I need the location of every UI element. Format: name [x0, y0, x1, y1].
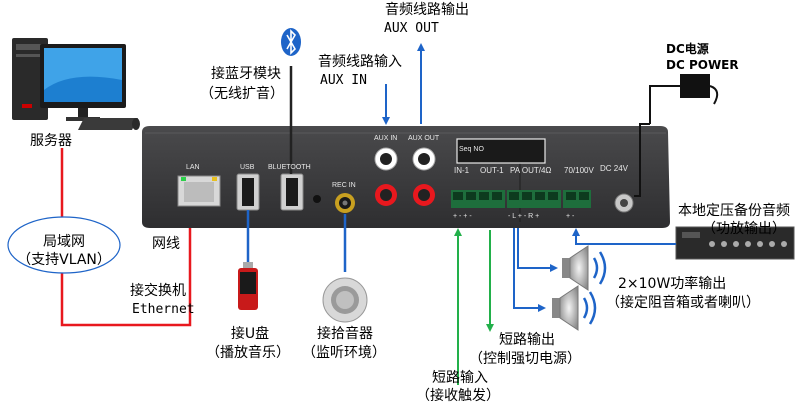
usb-flash-drive-icon: [238, 210, 258, 310]
local-amplifier-icon: [675, 226, 795, 260]
aux-out-title: 音频线路输出: [385, 2, 469, 18]
aux-in-jacks: [374, 147, 398, 206]
speaker-out-title: 2×10W功率输出: [618, 276, 727, 292]
aux-in-subtitle: AUX IN: [320, 73, 367, 88]
aux-in-title: 音频线路输入: [318, 54, 402, 70]
switch-subtitle: Ethernet: [132, 302, 195, 317]
panel-dc24-label: DC 24V: [600, 164, 629, 173]
network-cable-label: 网线: [152, 236, 180, 252]
server-icon: [12, 38, 140, 130]
device-panel: [142, 126, 670, 228]
panel-pins-io: + - + -: [453, 213, 472, 220]
rec-in-jack: [335, 193, 355, 213]
panel-70v-label: 70/100V: [564, 166, 594, 175]
local-amp-line: [572, 228, 676, 245]
usb-port: [236, 173, 260, 211]
usb-title: 接U盘: [230, 326, 270, 342]
panel-pins-pa: - L + - R +: [508, 213, 540, 220]
dc-jack: [614, 193, 634, 213]
panel-aux-out-label: AUX OUT: [408, 135, 440, 142]
bluetooth-title: 接蓝牙模块: [211, 66, 281, 82]
short-in-subtitle: （接收触发）: [416, 388, 500, 404]
panel-seq-label: Seq NO: [459, 146, 484, 153]
dc-power-subtitle: DC POWER: [666, 58, 739, 72]
panel-lan-label: LAN: [186, 164, 200, 171]
local-amp-subtitle: （功放输出）: [702, 221, 786, 237]
terminal-block-io: [451, 190, 505, 208]
usb-subtitle: （播放音乐）: [206, 345, 290, 361]
short-out-title: 短路输出: [499, 332, 555, 348]
lan-title: 局域网: [43, 234, 85, 250]
speaker-line-right: [513, 228, 546, 312]
aux-out-subtitle: AUX OUT: [384, 21, 439, 36]
pickup-microphone-icon: [322, 214, 368, 323]
power-adapter-icon: [634, 74, 719, 197]
bluetooth-module-icon: [281, 28, 301, 174]
dc-power-title: DC电源: [666, 42, 709, 56]
speaker-out-subtitle: （接定阻音箱或者喇叭）: [606, 295, 760, 311]
terminal-block-70v: [563, 190, 591, 208]
indicator-hole: [313, 195, 321, 203]
seq-display: [456, 138, 546, 164]
short-out-subtitle: （控制强切电源）: [469, 351, 581, 367]
panel-out1-label: OUT-1: [480, 166, 504, 175]
panel-usb-label: USB: [240, 164, 255, 171]
short-in-title: 短路输入: [432, 370, 488, 386]
speaker-icon-1: [562, 245, 607, 291]
local-amp-title: 本地定压备份音频: [678, 203, 790, 219]
panel-pa-out-label: PA OUT/4Ω: [510, 166, 552, 175]
panel-bluetooth-label: BLUETOOTH: [268, 164, 311, 171]
switch-title: 接交换机: [130, 283, 186, 299]
pickup-title: 接拾音器: [317, 326, 373, 342]
panel-aux-in-label: AUX IN: [374, 135, 398, 142]
speaker-line-left: [517, 228, 558, 272]
terminal-block-pa: [507, 190, 561, 208]
server-label: 服务器: [30, 133, 72, 149]
lan-subtitle: （支持VLAN）: [17, 252, 111, 268]
panel-rec-in-label: REC IN: [332, 182, 356, 189]
panel-pins-70v: + -: [566, 213, 575, 220]
speaker-icon-2: [552, 285, 597, 331]
lan-cloud: [7, 216, 121, 274]
bluetooth-port: [280, 173, 304, 211]
bluetooth-subtitle: （无线扩音）: [200, 86, 284, 102]
lan-port: [177, 175, 221, 207]
pickup-subtitle: （监听环境）: [302, 345, 386, 361]
aux-out-jacks: [412, 147, 436, 206]
panel-in1-label: IN-1: [454, 166, 470, 175]
